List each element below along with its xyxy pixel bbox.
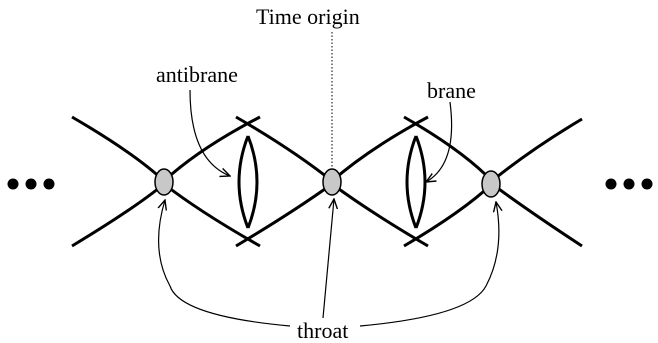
throat-arrow-right [359,202,499,327]
antibrane-lens [237,135,259,229]
lower-arc-5 [403,182,494,248]
upper-arc-6 [491,117,583,183]
antibrane-label: antibrane [156,62,238,87]
upper-arc-3 [235,115,333,183]
lower-arc-1 [71,182,165,248]
throat-center [322,168,342,196]
ellipsis-right [605,178,653,190]
upper-arc-4 [331,115,429,183]
lower-arc-4 [331,182,429,248]
throat-right [481,170,501,198]
lower-boundary-arcs [71,182,583,248]
lower-arc-3 [235,182,333,248]
upper-arc-5 [403,115,494,183]
throat-arrow-center [322,199,334,319]
brane-arrow [426,101,453,182]
ellipsis-left [7,178,55,190]
antibrane-arrow [189,89,230,176]
lower-arc-6 [491,182,583,248]
brane-lens [405,135,427,229]
throat-left [154,168,174,196]
upper-arc-1 [71,115,166,183]
lower-arc-2 [163,182,261,248]
time-origin-label: Time origin [256,4,360,29]
throat-arrow-left [159,200,291,327]
annotation-arrows [159,89,499,327]
throat-label: throat [297,318,349,343]
upper-arc-2 [162,115,261,183]
brane-label: brane [427,78,476,103]
